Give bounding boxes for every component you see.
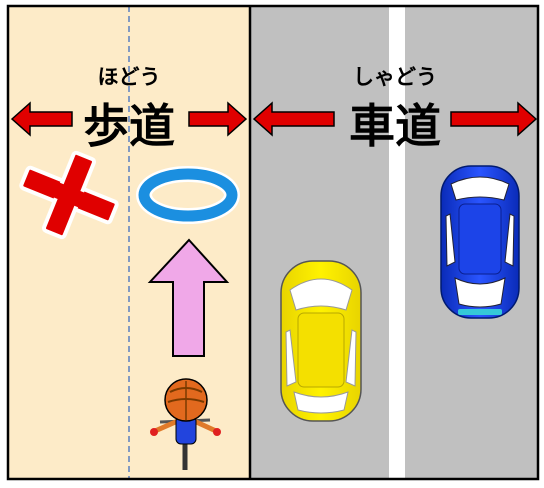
roadway-reading: しゃどう — [353, 65, 437, 89]
diagram-border — [6, 4, 540, 481]
roadway-label: 車道 — [349, 99, 441, 153]
sidewalk-width-arrow-right — [188, 101, 248, 137]
sidewalk-reading: ほどう — [98, 65, 161, 89]
cyclist-icon — [150, 378, 221, 470]
circle-mark-ring — [138, 168, 238, 222]
cross-mark-icon — [19, 150, 119, 240]
sidewalk-label: 歩道 — [83, 99, 175, 153]
blue-car-icon — [440, 165, 520, 319]
roadway-width-arrow-left — [252, 101, 335, 137]
sidewalk-width-arrow-left — [10, 101, 73, 137]
roadway-width-arrow-right — [450, 101, 538, 137]
lane-line — [389, 6, 405, 479]
direction-arrow-icon — [147, 238, 230, 357]
yellow-car-icon — [280, 260, 362, 422]
